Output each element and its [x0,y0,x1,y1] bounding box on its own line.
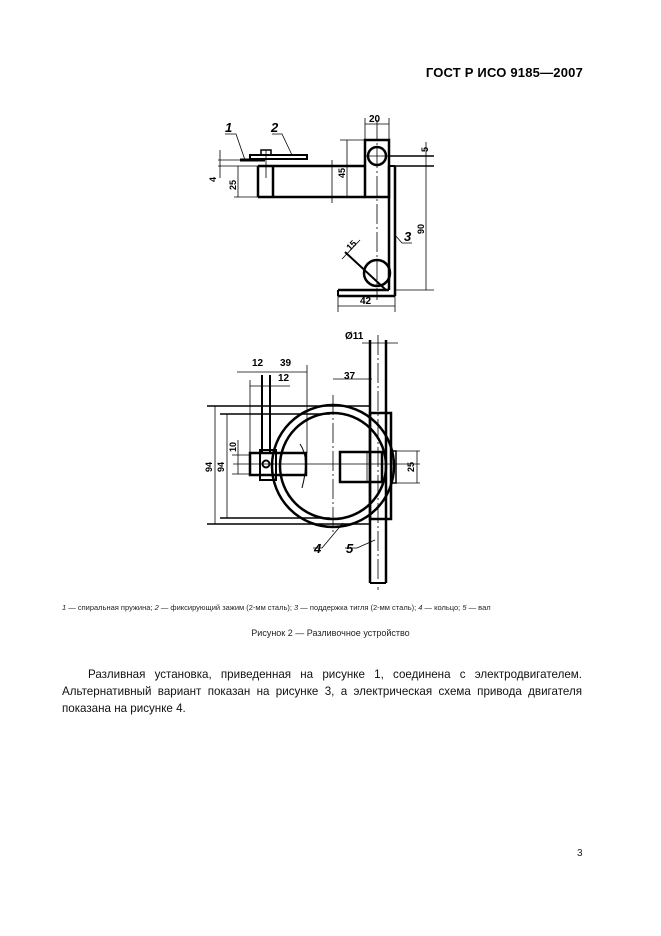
label-5: 5 [346,541,354,556]
dim-94b: 94 [216,462,226,472]
figure-2-drawing: 20 5 4 25 45 90 15 42 1 2 3 Ø11 12 39 12… [204,114,434,590]
legend-text-3: — поддержка тигля (2-мм сталь); [298,603,419,612]
dim-5: 5 [420,147,430,152]
legend-num-2: 2 [154,603,159,612]
figure-legend: 1 — спиральная пружина; 2 — фиксирующий … [62,603,491,612]
label-3: 3 [404,229,412,244]
legend-text-4: — кольцо; [422,603,463,612]
label-4: 4 [313,541,322,556]
label-2: 2 [270,120,279,135]
legend-text-5: — вал [466,603,491,612]
dim-42: 42 [360,296,372,307]
legend-text-1: — спиральная пружина; [66,603,155,612]
label-1: 1 [225,120,232,135]
figure-caption: Рисунок 2 — Разливочное устройство [251,628,410,638]
dim-37: 37 [344,371,356,382]
page-number: 3 [577,848,583,859]
dim-90: 90 [416,224,426,234]
dim-15: 15 [344,238,358,252]
dim-d11: Ø11 [345,331,364,342]
dim-25: 25 [228,180,238,190]
body-paragraph: Разливная установка, приведенная на рису… [62,668,582,715]
legend-num-5: 5 [462,603,467,612]
dim-94a: 94 [204,462,214,472]
legend-num-1: 1 [62,603,67,612]
dim-4: 4 [208,177,218,182]
dim-20: 20 [369,114,381,125]
dim-25-bottom: 25 [406,462,416,472]
legend-text-2: — фиксирующий зажим (2-мм сталь); [158,603,295,612]
dim-12a: 12 [252,358,264,369]
standard-header: ГОСТ Р ИСО 9185—2007 [425,65,583,80]
dim-39: 39 [280,358,292,369]
dim-45: 45 [337,168,347,178]
dim-10: 10 [228,442,238,452]
legend-num-4: 4 [418,603,423,612]
dim-12b: 12 [278,373,290,384]
legend-num-3: 3 [294,603,299,612]
